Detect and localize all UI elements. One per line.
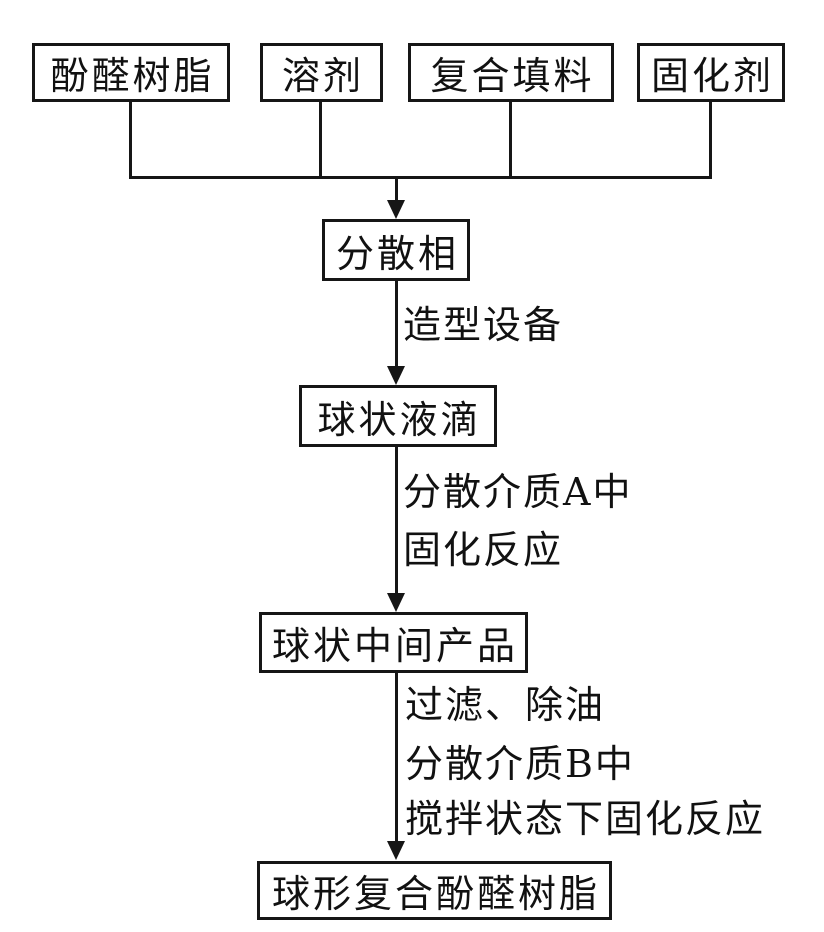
arrowhead-down-icon: [387, 841, 405, 860]
connector-curing-agent-drop: [709, 101, 712, 177]
arrowhead-down-icon: [387, 366, 405, 385]
node-spherical-composite-phenolic-resin: 球形复合酚醛树脂: [257, 861, 612, 920]
arrowhead-down-icon: [387, 200, 405, 219]
connector-solvent-drop: [319, 101, 322, 177]
connector-merge-bus: [129, 176, 712, 179]
connector-droplets-to-intermediate: [395, 447, 398, 595]
edge-label-medium-a-line1: 分散介质A中: [403, 470, 633, 514]
node-curing-agent: 固化剂: [637, 43, 785, 102]
connector-phenolic-resin-drop: [129, 101, 132, 177]
edge-label-post-line2: 分散介质B中: [405, 742, 635, 786]
edge-label-post-line3: 搅拌状态下固化反应: [405, 797, 766, 841]
node-spherical-intermediate-product: 球状中间产品: [259, 612, 528, 673]
connector-composite-filler-drop: [509, 101, 512, 177]
edge-label-post-line1: 过滤、除油: [405, 683, 606, 727]
arrowhead-down-icon: [387, 593, 405, 612]
node-phenolic-resin: 酚醛树脂: [32, 43, 230, 102]
edge-label-shaping-equipment: 造型设备: [403, 303, 564, 347]
node-solvent: 溶剂: [260, 43, 383, 102]
connector-dispersed-phase-to-droplets: [395, 281, 398, 369]
node-spherical-droplets: 球状液滴: [299, 385, 497, 447]
node-composite-filler: 复合填料: [408, 43, 614, 102]
edge-label-medium-a-line2: 固化反应: [403, 528, 564, 572]
connector-bus-to-dispersed-phase: [395, 178, 398, 204]
connector-intermediate-to-final: [395, 673, 398, 843]
node-dispersed-phase: 分散相: [322, 219, 470, 281]
